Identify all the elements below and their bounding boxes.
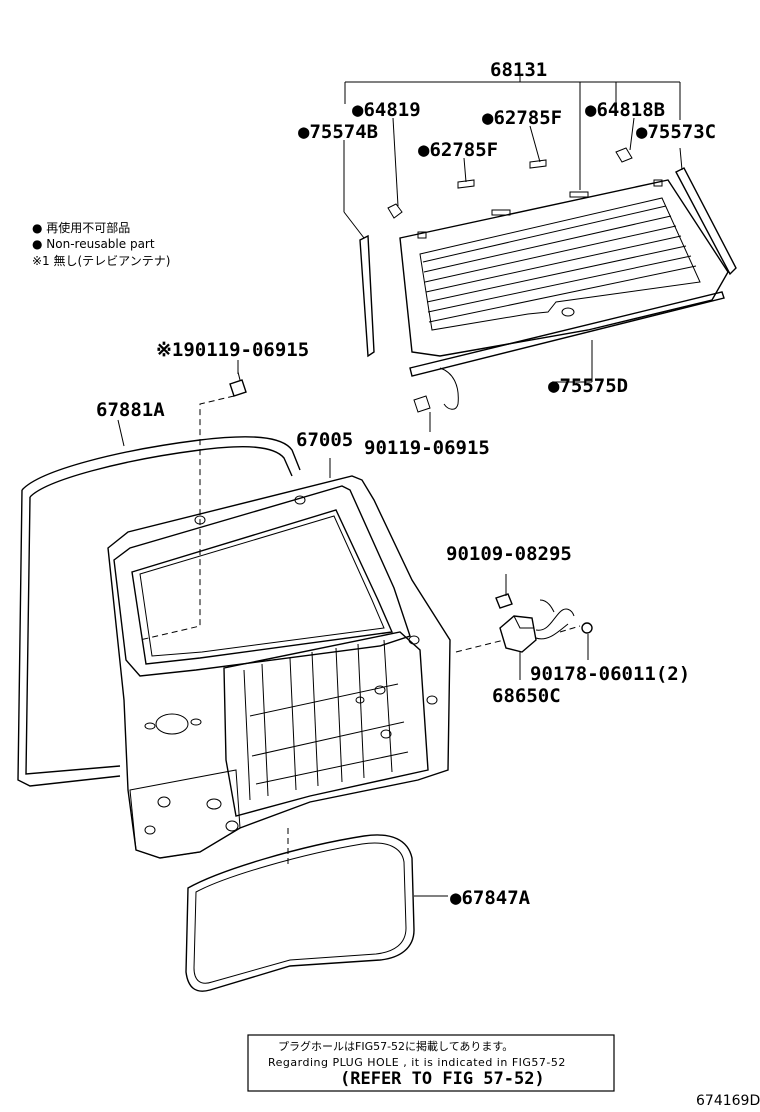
defogger-lines [422, 205, 697, 323]
reference-note: プラグホールはFIG57-52に掲載してあります。 Regarding PLUG… [247, 1034, 615, 1092]
label-90109-08295: 90109-08295 [446, 543, 572, 565]
molding-lower [409, 291, 725, 377]
label-68131: 68131 [490, 59, 547, 81]
label-68650c: 68650C [492, 685, 561, 707]
legend-non-reusable-en: ● Non-reusable part [32, 237, 155, 251]
bolt-icon [229, 360, 247, 397]
back-door-panel [107, 458, 451, 859]
label-90178-06011: 90178-06011(2) [530, 663, 690, 685]
label-62785f-upper: ●62785F [482, 107, 562, 129]
legend: ● 再使用不可部品 ● Non-reusable part ※1 無し(テレビア… [32, 220, 170, 268]
label-67881a: 67881A [96, 399, 165, 421]
clip-icon [387, 147, 633, 219]
label-64819: ●64819 [352, 99, 421, 121]
note-line-jp: プラグホールはFIG57-52に掲載してあります。 [278, 1039, 513, 1053]
label-67847a: ●67847A [450, 887, 531, 909]
service-hole-cover [185, 834, 448, 992]
label-75574b: ●75574B [298, 121, 378, 143]
note-line-en: Regarding PLUG HOLE , it is indicated in… [268, 1056, 566, 1069]
antenna-bolt-icon [413, 395, 431, 413]
label-90119-06915-lower: 90119-06915 [364, 437, 490, 459]
note-line-ref: (REFER TO FIG 57-52) [340, 1069, 545, 1089]
panel-holes [144, 495, 438, 835]
figure-number: 674169D [696, 1093, 760, 1109]
lock-assembly [495, 574, 593, 680]
antenna-lead [439, 367, 459, 410]
glass-stopper-icon [457, 159, 547, 189]
legend-non-reusable-jp: ● 再使用不可部品 [32, 220, 130, 235]
label-90119-06915-upper: ※190119-06915 [156, 339, 309, 361]
label-64818b: ●64818B [585, 99, 665, 121]
back-window-glass [359, 147, 737, 413]
lock-bolt-icon [495, 593, 513, 609]
label-75573c: ●75573C [636, 121, 716, 143]
label-67005: 67005 [296, 429, 353, 451]
part-labels: 68131 ●64819 ●62785F ●64818B ●75574B ●62… [96, 59, 716, 909]
inner-ribs [243, 639, 409, 801]
molding-left [359, 234, 375, 358]
weatherstrip [17, 419, 301, 787]
legend-footnote: ※1 無し(テレビアンテナ) [32, 253, 170, 268]
label-75575d: ●75575D [548, 375, 628, 397]
leader-lines-glass [343, 74, 683, 432]
label-62785f-lower: ●62785F [418, 139, 498, 161]
dashed-reference-lines [139, 395, 581, 868]
molding-right [675, 167, 737, 276]
nut-icon [581, 622, 593, 634]
